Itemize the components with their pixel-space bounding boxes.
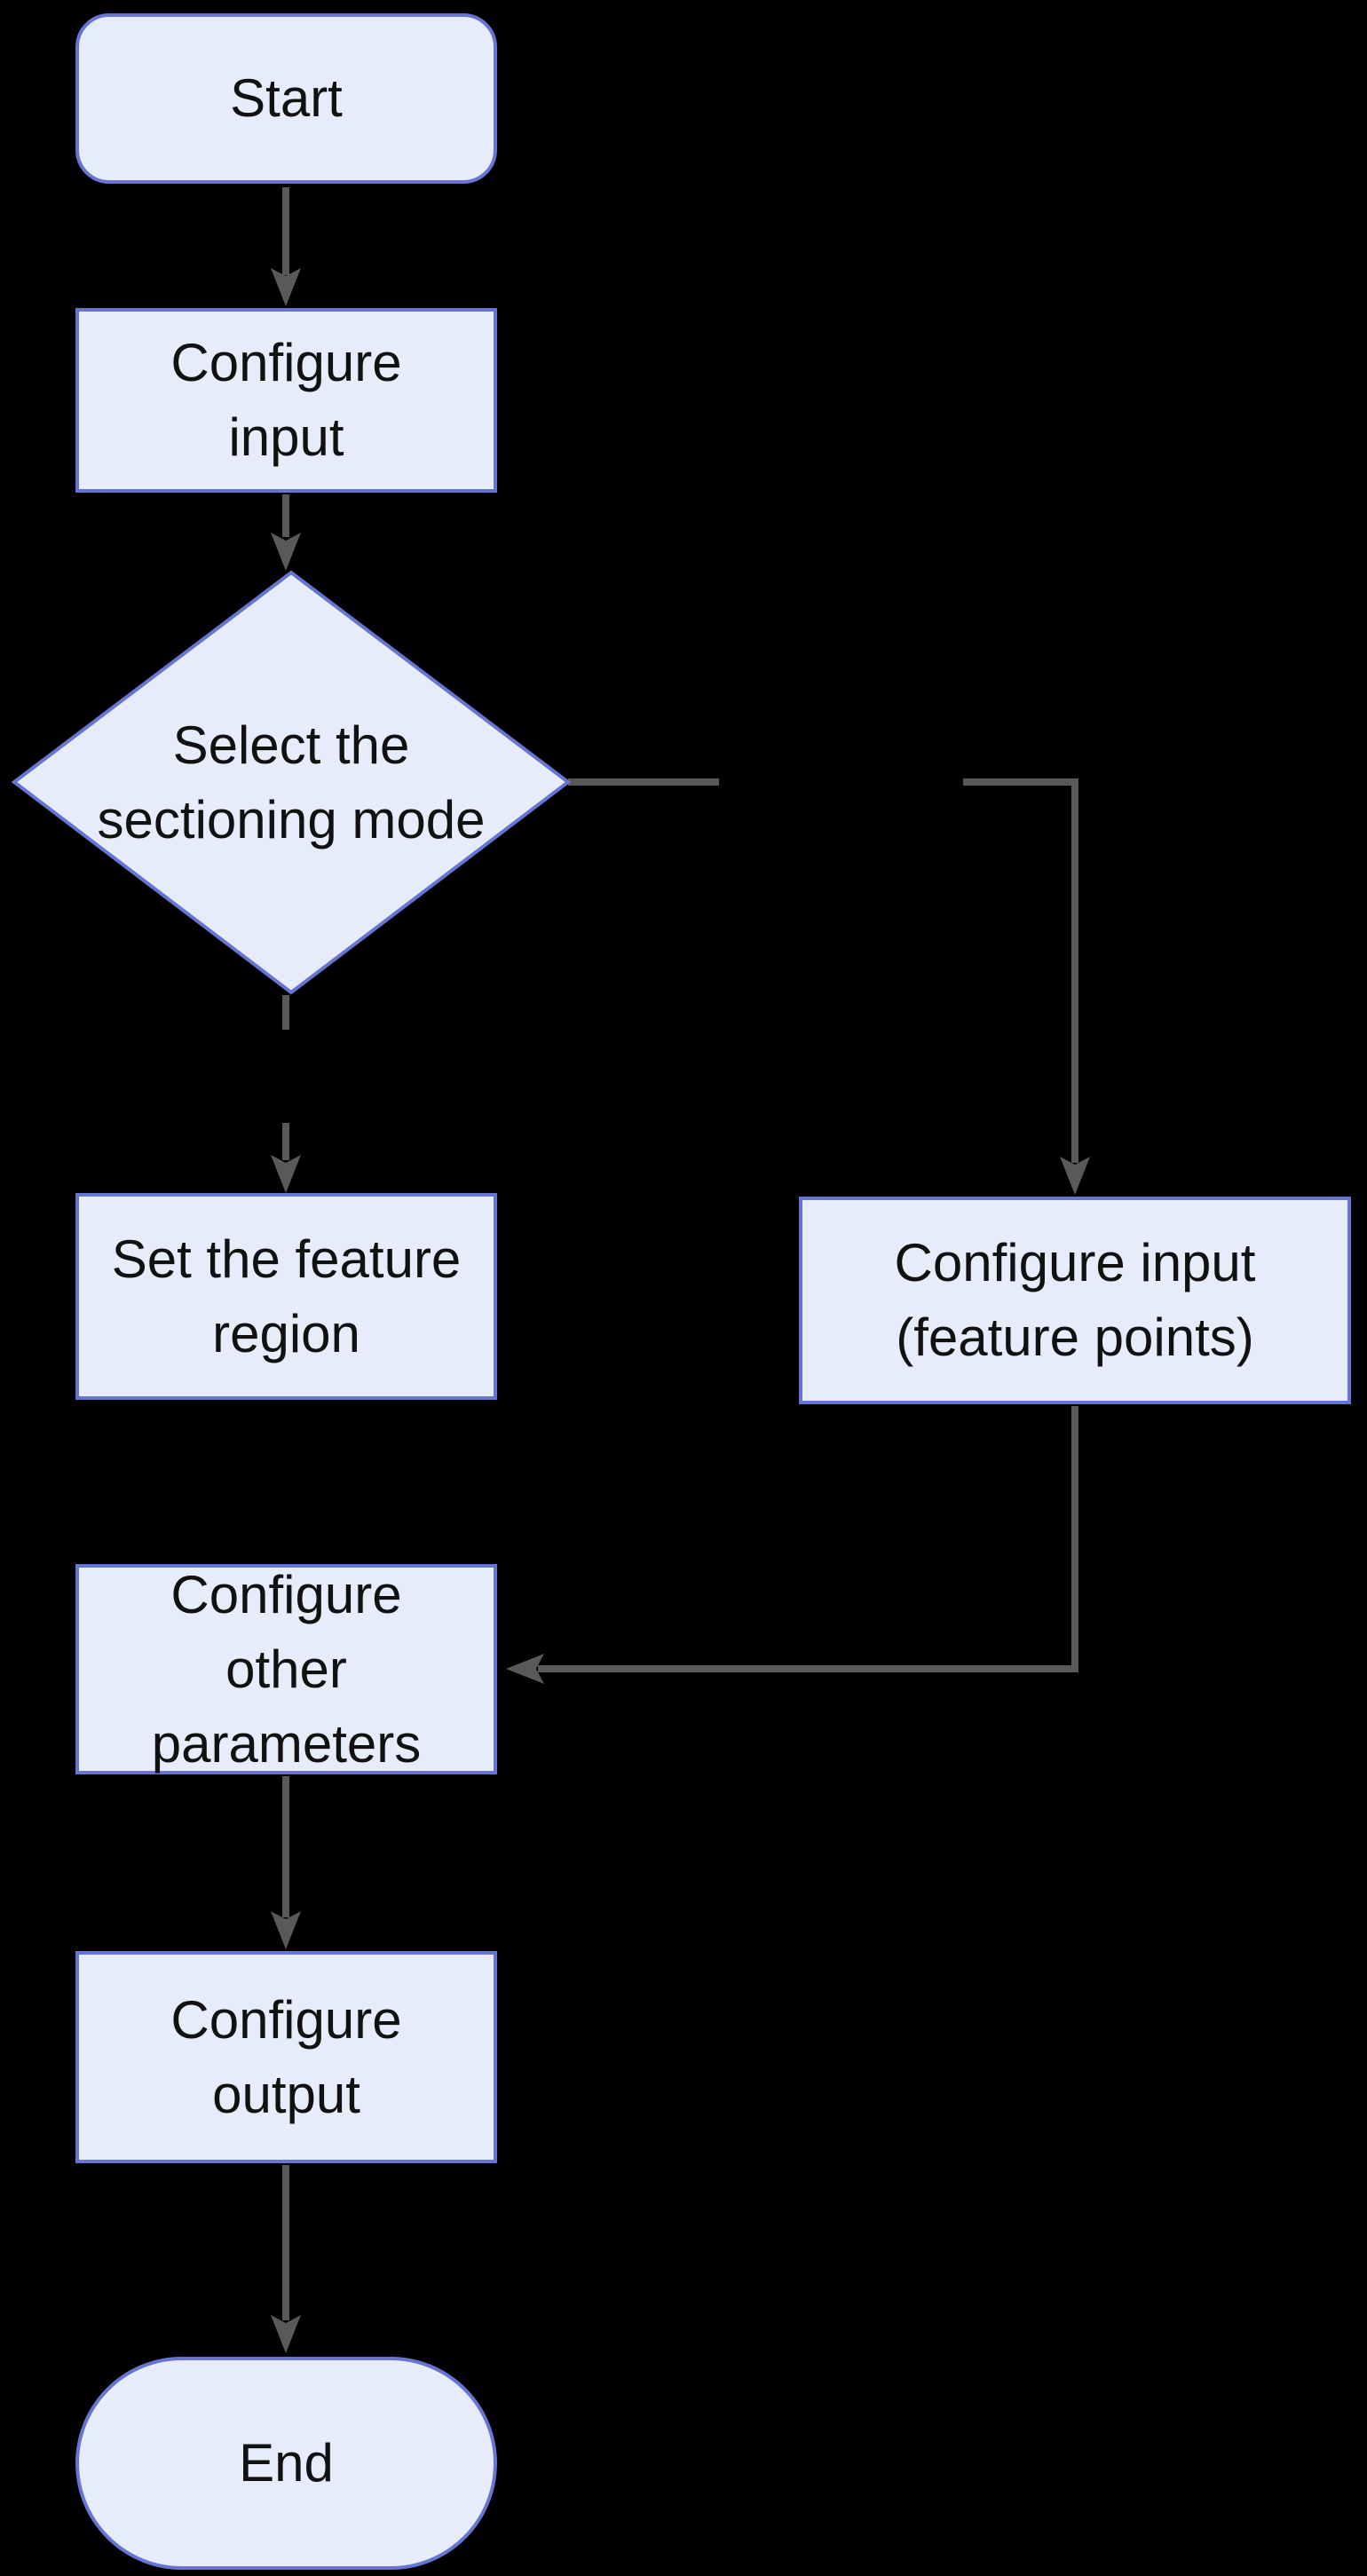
configure-other-parameters-node-label: Configure other parameters bbox=[151, 1564, 422, 1774]
configure-input-node-label: Configure input bbox=[170, 333, 402, 467]
configure-input-feature-points-node-label: Configure input (feature points) bbox=[894, 1233, 1256, 1367]
set-feature-region-node: Set the feature region bbox=[75, 1193, 497, 1400]
configure-input-feature-points-node: Configure input (feature points) bbox=[799, 1197, 1351, 1404]
configure-output-node-label: Configure output bbox=[170, 1989, 402, 2124]
configure-other-parameters-node: Configure other parameters bbox=[75, 1564, 497, 1774]
edge-feature-points-to-configure-other-parameters bbox=[506, 1406, 1079, 1684]
edge-configure-other-to-configure-output bbox=[271, 1776, 301, 1949]
edge-decision-to-configure-input-feature-points bbox=[568, 778, 1090, 1195]
decision-node-label: Select the sectioning mode bbox=[97, 715, 486, 849]
edge-decision-to-set-feature-region bbox=[271, 995, 301, 1193]
edge-configure-input-to-decision bbox=[271, 494, 301, 571]
end-node: End bbox=[75, 2357, 497, 2570]
start-node: Start bbox=[75, 13, 497, 184]
edge-start-to-configure-input bbox=[271, 187, 301, 306]
start-node-label: Start bbox=[230, 68, 343, 128]
edge-configure-output-to-end bbox=[271, 2165, 301, 2353]
decision-node-label-box: Select the sectioning mode bbox=[14, 573, 568, 992]
configure-output-node: Configure output bbox=[75, 1951, 497, 2163]
set-feature-region-node-label: Set the feature region bbox=[111, 1229, 462, 1363]
end-node-label: End bbox=[239, 2433, 334, 2493]
configure-input-node: Configure input bbox=[75, 308, 497, 493]
